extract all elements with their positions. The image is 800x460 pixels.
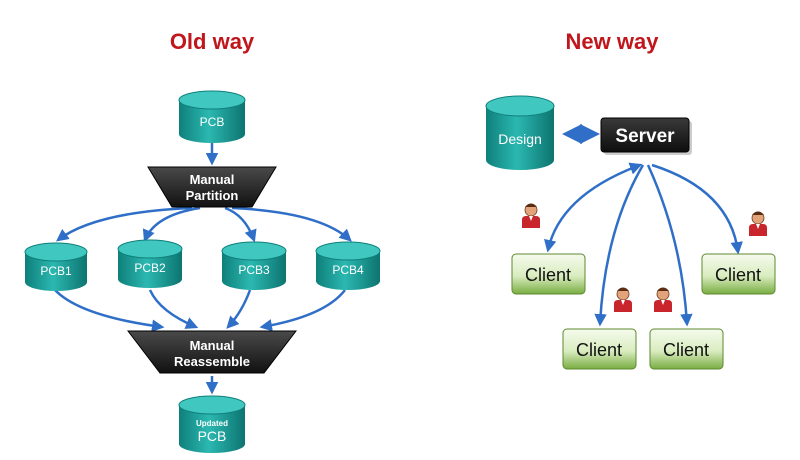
pcb4-cylinder: PCB4 xyxy=(315,241,381,290)
arrow-partition-to-pcb2 xyxy=(142,206,201,243)
client-right-label: Client xyxy=(715,265,761,285)
arrow-partition-to-pcb1 xyxy=(56,206,193,242)
reassemble-label-line2: Reassemble xyxy=(174,354,250,369)
arrow-server-client-right xyxy=(651,163,743,255)
client-bottom-right-label: Client xyxy=(663,340,709,360)
person-icon xyxy=(654,287,672,312)
updated-pcb-label: PCB xyxy=(198,428,227,444)
person-icon xyxy=(522,203,540,228)
arrow-partition-to-pcb4 xyxy=(231,206,352,242)
pcb1-cylinder: PCB1 xyxy=(24,242,88,291)
arrow-server-client-left xyxy=(544,162,643,253)
server-label: Server xyxy=(615,126,675,147)
reassemble-label-line1: Manual xyxy=(190,338,235,353)
design-cylinder: Design xyxy=(485,95,555,170)
pcb2-label: PCB2 xyxy=(134,261,166,275)
arrow-pcb3-to-reassemble xyxy=(226,289,252,329)
pcb-source-cylinder: PCB xyxy=(178,90,246,143)
client-left: Client xyxy=(511,253,586,295)
pcb4-label: PCB4 xyxy=(332,263,364,277)
person-icon xyxy=(749,211,767,236)
client-bottom-left: Client xyxy=(562,328,637,370)
manual-reassemble-funnel: Manual Reassemble xyxy=(126,330,298,374)
new-way-arrows xyxy=(544,124,743,327)
arrow-pcb1-to-reassemble xyxy=(54,289,165,332)
client-left-label: Client xyxy=(525,265,571,285)
arrow-server-client-bottom-right xyxy=(646,164,693,327)
pcb-source-label: PCB xyxy=(200,115,225,129)
pcb3-cylinder: PCB3 xyxy=(221,241,287,290)
pcb2-cylinder: PCB2 xyxy=(117,239,183,288)
updated-pcb-cylinder: Updated PCB xyxy=(178,395,246,453)
partition-label-line2: Partition xyxy=(186,188,239,203)
person-icon xyxy=(614,287,632,312)
pcb1-label: PCB1 xyxy=(40,264,72,278)
old-way-arrows xyxy=(54,143,352,395)
old-way-title: Old way xyxy=(170,29,255,54)
manual-partition-funnel: Manual Partition xyxy=(147,166,277,208)
arrow-server-client-bottom-left xyxy=(594,164,645,327)
new-way-title: New way xyxy=(566,29,660,54)
client-right: Client xyxy=(701,253,776,295)
partition-label-line1: Manual xyxy=(190,172,235,187)
pcb3-label: PCB3 xyxy=(238,263,270,277)
design-label: Design xyxy=(498,131,542,147)
client-bottom-left-label: Client xyxy=(576,340,622,360)
updated-small-label: Updated xyxy=(196,419,228,428)
arrow-pcb4-to-reassemble xyxy=(259,289,346,332)
arrow-pcb2-to-reassemble xyxy=(148,289,199,329)
server-box: Server xyxy=(600,117,692,155)
client-bottom-right: Client xyxy=(649,328,724,370)
arrow-partition-to-pcb3 xyxy=(224,206,257,243)
